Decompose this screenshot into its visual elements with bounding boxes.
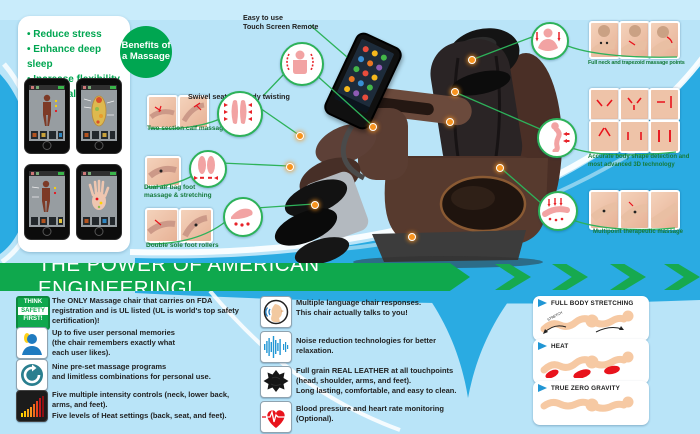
calf-massage-photo bbox=[147, 95, 178, 129]
multipoint-caption: Multipoint therapeutic massage bbox=[593, 229, 684, 235]
noise-reduction-icon bbox=[260, 331, 292, 363]
multipoint-massage-icon bbox=[538, 191, 578, 231]
massage-point-dot bbox=[286, 163, 294, 171]
position-card-title: TRUE ZERO GRAVITY bbox=[551, 384, 621, 392]
safety-sign-line: THINK bbox=[18, 298, 48, 307]
full-body-stretching-card: FULL BODY STRETCHING STRETCH bbox=[533, 296, 649, 341]
airbag-foot-icon bbox=[189, 150, 227, 188]
foot-roller-photo bbox=[145, 208, 179, 243]
heat-body-art bbox=[540, 351, 634, 378]
feature-text-language: Multiple language chair responses. This … bbox=[296, 298, 422, 317]
voice-response-icon bbox=[260, 296, 292, 328]
headline-banner: THE POWER OF AMERICAN ENGINEERING! bbox=[0, 263, 470, 291]
massage-point-dot bbox=[408, 233, 416, 241]
foot-roller-caption: Double sole foot rollers bbox=[146, 242, 219, 249]
calf-massage-icon bbox=[217, 91, 263, 137]
back-massage-photo bbox=[649, 88, 680, 121]
hand-massage-photo bbox=[619, 190, 650, 230]
zero-gravity-body-art bbox=[540, 396, 634, 412]
benefit-item: Enhance deep sleep bbox=[27, 42, 124, 72]
safety-sign-line: SAFETY bbox=[18, 306, 48, 316]
feature-text-monitoring: Blood pressure and heart rate monitoring… bbox=[296, 404, 444, 423]
feature-text-programs: Nine pre-set massage programs and limitl… bbox=[52, 362, 211, 381]
back-massage-photo bbox=[589, 120, 620, 153]
remote-screen-foot-chart bbox=[76, 78, 122, 154]
massage-point-dot bbox=[446, 118, 454, 126]
neck-massage-photo bbox=[619, 21, 650, 59]
foot-roller-photo bbox=[179, 208, 213, 243]
feature-text-leather: Full grain REAL LEATHER at all touchpoin… bbox=[296, 366, 457, 395]
safety-sign-line: FIRST! bbox=[18, 315, 48, 324]
phone-home-button bbox=[94, 141, 104, 150]
position-card-title: FULL BODY STRETCHING bbox=[551, 299, 634, 307]
zero-gravity-card: TRUE ZERO GRAVITY bbox=[533, 381, 649, 425]
neck-massage-photo bbox=[649, 21, 680, 59]
flag-icon bbox=[538, 299, 547, 307]
feature-text-heat-levels: Five levels of Heat settings (back, seat… bbox=[52, 411, 227, 420]
massage-point-dot bbox=[369, 123, 377, 131]
flag-icon bbox=[538, 342, 547, 350]
neck-massage-icon bbox=[531, 22, 569, 60]
phone-home-button bbox=[42, 141, 52, 150]
heat-card: HEAT bbox=[533, 339, 649, 384]
feature-text-memories: Up to five user personal memories (the c… bbox=[52, 328, 175, 357]
massage-point-dot bbox=[311, 201, 319, 209]
benefit-item: Reduce stress bbox=[27, 27, 124, 42]
back-massage-photo bbox=[619, 88, 650, 121]
back-massage-photo bbox=[619, 120, 650, 153]
feature-text-noise: Noise reduction technologies for better … bbox=[296, 336, 437, 355]
massage-point-dot bbox=[468, 56, 476, 64]
stretch-arrow-label: STRETCH bbox=[547, 310, 564, 322]
hand-massage-photo bbox=[589, 190, 620, 230]
massage-point-dot bbox=[496, 164, 504, 172]
airbag-foot-photo bbox=[145, 156, 181, 187]
hand-massage-photo bbox=[649, 190, 680, 230]
neck-caption: Full neck and trapezoid massage points bbox=[588, 60, 685, 66]
benefits-badge: Benefits of a Massage bbox=[120, 26, 172, 78]
heart-rate-icon bbox=[260, 401, 292, 433]
real-leather-icon bbox=[260, 366, 292, 398]
feature-text-intensity: Five multiple intensity controls (neck, … bbox=[52, 390, 230, 409]
back-massage-photo bbox=[649, 120, 680, 153]
phone-home-button bbox=[42, 227, 52, 236]
neck-massage-photo bbox=[589, 21, 620, 59]
foot-roller-icon bbox=[223, 197, 263, 237]
calf-caption: Two section calf massage bbox=[147, 125, 227, 132]
position-card-title: HEAT bbox=[551, 342, 569, 350]
stretching-body-art: STRETCH bbox=[540, 310, 634, 334]
massage-point-dot bbox=[296, 132, 304, 140]
feature-text-fda: The ONLY Massage chair that carries on F… bbox=[52, 296, 239, 325]
preset-programs-icon bbox=[16, 359, 48, 391]
phone-home-button bbox=[94, 227, 104, 236]
intensity-levels-icon bbox=[16, 390, 48, 422]
massage-point-dot bbox=[451, 88, 459, 96]
body-shape-icon bbox=[537, 118, 577, 158]
remote-screen-hand-chart bbox=[76, 164, 122, 240]
flag-icon bbox=[538, 384, 547, 392]
user-memory-icon bbox=[16, 327, 48, 359]
body-shape-caption: Accurate body shape detection and most a… bbox=[588, 154, 690, 168]
think-safety-first-icon: THINK SAFETY FIRST! bbox=[16, 296, 50, 330]
remote-screen-body-scan bbox=[24, 164, 70, 240]
remote-callout-label: Easy to use Touch Screen Remote bbox=[243, 13, 319, 31]
remote-screen-body-scan bbox=[24, 78, 70, 154]
swivel-body-icon bbox=[280, 42, 324, 86]
headline-title: THE POWER OF AMERICAN ENGINEERING! bbox=[38, 253, 320, 300]
back-massage-photo bbox=[589, 88, 620, 121]
